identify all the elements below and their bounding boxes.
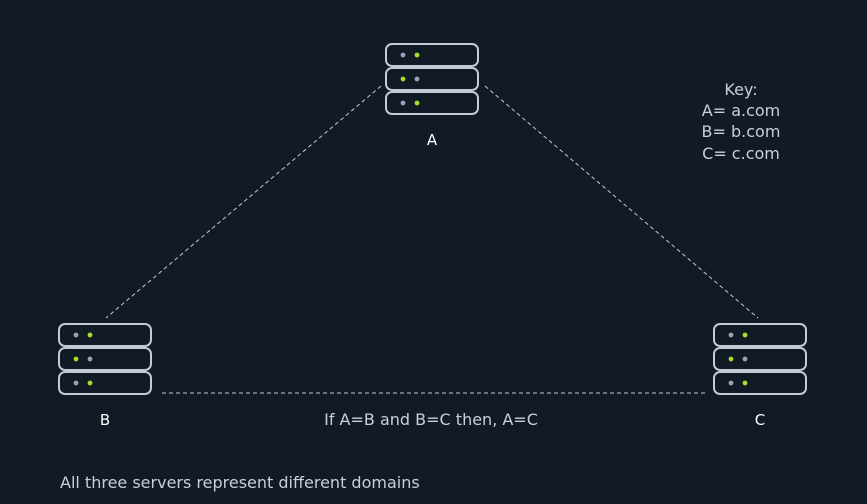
server-a-icon xyxy=(385,43,479,115)
server-c-unit-3 xyxy=(713,371,807,395)
server-a-unit-1 xyxy=(385,43,479,67)
led-gray-icon xyxy=(400,52,406,58)
led-gray-icon xyxy=(728,380,734,386)
server-a-unit-2 xyxy=(385,67,479,91)
key-title: Key: xyxy=(724,80,757,99)
led-green-icon xyxy=(87,332,93,338)
led-gray-icon xyxy=(414,76,420,82)
server-a-unit-3 xyxy=(385,91,479,115)
server-a-label: A xyxy=(427,131,438,149)
led-green-icon xyxy=(742,332,748,338)
connection-a-c xyxy=(484,85,759,319)
led-gray-icon xyxy=(400,100,406,106)
led-green-icon xyxy=(728,356,734,362)
connection-a-b xyxy=(105,85,382,319)
led-green-icon xyxy=(742,380,748,386)
key-item-c: C= c.com xyxy=(702,144,780,163)
footer-note: All three servers represent different do… xyxy=(60,473,420,492)
led-gray-icon xyxy=(87,356,93,362)
server-b-label: B xyxy=(100,411,110,429)
relation-text: If A=B and B=C then, A=C xyxy=(324,410,538,429)
key-item-b: B= b.com xyxy=(702,122,781,141)
led-green-icon xyxy=(414,52,420,58)
server-b-unit-2 xyxy=(58,347,152,371)
key-legend: Key: A= a.com B= b.com C= c.com xyxy=(702,80,781,163)
server-c-icon xyxy=(713,323,807,395)
server-c-label: C xyxy=(755,411,765,429)
key-item-a: A= a.com xyxy=(702,101,781,120)
led-gray-icon xyxy=(728,332,734,338)
led-gray-icon xyxy=(742,356,748,362)
server-b-unit-1 xyxy=(58,323,152,347)
led-gray-icon xyxy=(73,380,79,386)
led-green-icon xyxy=(414,100,420,106)
server-c-unit-2 xyxy=(713,347,807,371)
server-c-unit-1 xyxy=(713,323,807,347)
led-gray-icon xyxy=(73,332,79,338)
server-b-icon xyxy=(58,323,152,395)
led-green-icon xyxy=(400,76,406,82)
connections xyxy=(105,85,759,394)
led-green-icon xyxy=(73,356,79,362)
led-green-icon xyxy=(87,380,93,386)
server-b-unit-3 xyxy=(58,371,152,395)
